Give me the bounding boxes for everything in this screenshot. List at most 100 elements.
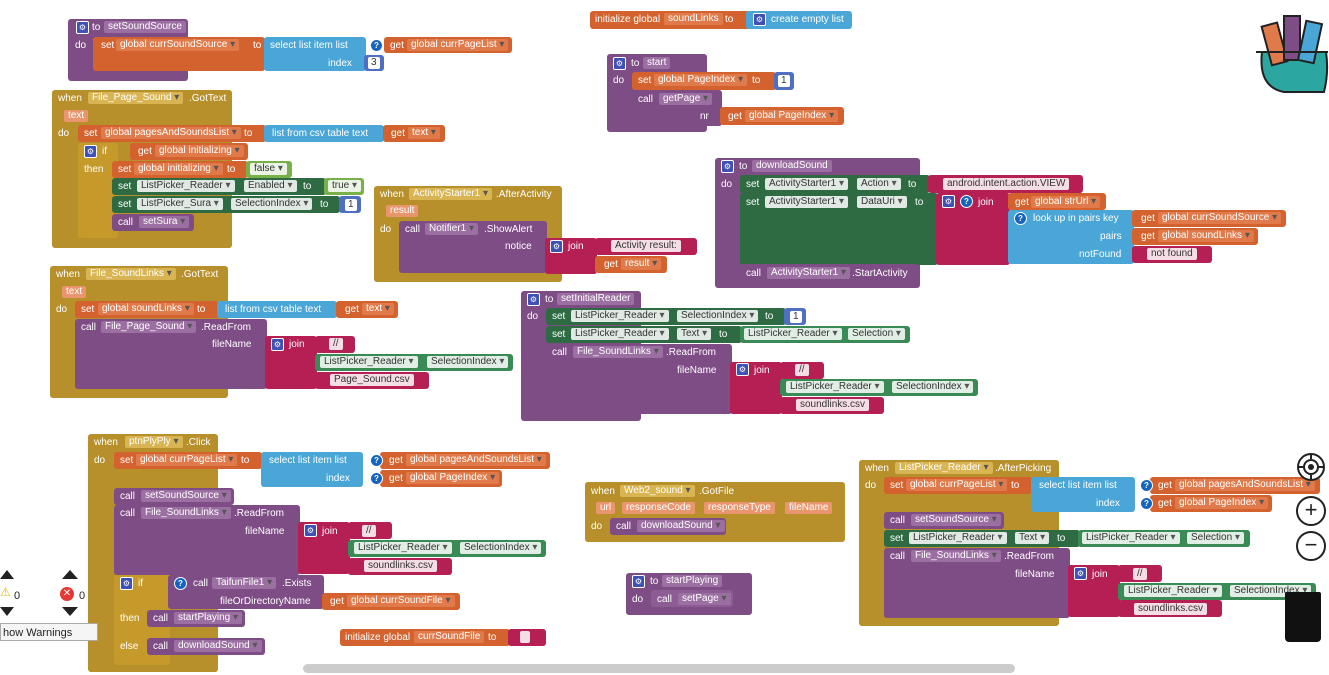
zoom-out-icon[interactable]: − (1296, 531, 1326, 561)
param[interactable]: url (596, 502, 616, 514)
property-dropdown[interactable]: SelectionIndex (892, 381, 974, 393)
gear-icon[interactable]: ⚙ (736, 363, 749, 376)
property-dropdown[interactable]: SelectionIndex (231, 198, 313, 210)
var-dropdown[interactable]: text (362, 303, 394, 315)
component-dropdown[interactable]: File_SoundLinks (86, 268, 176, 280)
var-dropdown[interactable]: global soundLinks (98, 303, 194, 315)
proc-name[interactable]: startPlaying (662, 575, 723, 587)
property-dropdown[interactable]: Text (1015, 532, 1050, 544)
property-dropdown[interactable]: Action (857, 178, 901, 190)
proc-dropdown[interactable]: setSoundSource (911, 514, 1001, 526)
gear-icon[interactable]: ⚙ (550, 240, 563, 253)
zoom-in-icon[interactable]: + (1296, 496, 1326, 526)
var-dropdown[interactable]: global currPageList (407, 39, 509, 51)
property-dropdown[interactable]: SelectionIndex (460, 542, 542, 554)
var-dropdown[interactable]: global currPageList (906, 479, 1008, 491)
var-dropdown[interactable]: global currSoundSource (116, 39, 240, 51)
proc-dropdown[interactable]: setSoundSource (141, 490, 231, 502)
proc-name[interactable]: downloadSound (752, 160, 832, 172)
proc-dropdown[interactable]: downloadSound (637, 520, 725, 532)
param[interactable]: text (62, 286, 87, 298)
var-dropdown[interactable]: global PageIndex (654, 74, 748, 86)
var-name[interactable]: currSoundFile (414, 631, 485, 643)
number-value[interactable]: 1 (778, 75, 790, 87)
component-dropdown[interactable]: ListPicker_Reader (744, 328, 842, 340)
text-value[interactable]: // (362, 525, 376, 537)
var-dropdown[interactable]: global PageIndex (1175, 497, 1269, 509)
component-dropdown[interactable]: ListPicker_Reader (895, 462, 993, 474)
component-dropdown[interactable]: ptnPlyPly (125, 436, 183, 448)
target-icon[interactable] (1297, 453, 1325, 481)
component-dropdown[interactable]: File_SoundLinks (141, 507, 231, 519)
select-list-item[interactable] (264, 37, 366, 71)
component-dropdown[interactable]: ActivityStarter1 (409, 188, 493, 200)
property-dropdown[interactable]: Selection (1187, 532, 1244, 544)
text-value[interactable]: soundlinks.csv (796, 399, 870, 411)
bool-dropdown[interactable]: false (250, 163, 287, 175)
component-dropdown[interactable]: ListPicker_Reader (571, 310, 669, 322)
help-icon[interactable]: ? (370, 472, 383, 485)
param[interactable]: responseType (704, 502, 775, 514)
var-dropdown[interactable]: global initializing (134, 163, 223, 175)
number-value[interactable]: 1 (345, 199, 357, 211)
param[interactable]: fileName (785, 502, 833, 514)
component-dropdown[interactable]: Web2_sound (620, 485, 695, 497)
text-value[interactable]: Page_Sound.csv (330, 374, 414, 386)
warning-next-arrow[interactable] (0, 607, 14, 616)
text-value[interactable]: not found (1147, 248, 1197, 260)
help-icon[interactable]: ? (1014, 212, 1027, 225)
horizontal-scrollbar[interactable] (303, 664, 1015, 673)
text-value[interactable] (520, 631, 530, 643)
gear-icon[interactable]: ⚙ (76, 21, 89, 34)
component-dropdown[interactable]: ListPicker_Reader (320, 356, 418, 368)
gear-icon[interactable]: ⚙ (304, 524, 317, 537)
component-dropdown[interactable]: ListPicker_Reader (1082, 532, 1180, 544)
number-value[interactable]: 3 (368, 57, 380, 69)
text-value[interactable]: soundlinks.csv (1134, 603, 1208, 615)
text-value[interactable]: // (329, 338, 343, 350)
text-value[interactable]: // (795, 364, 809, 376)
gear-icon[interactable]: ⚙ (84, 145, 97, 158)
component-dropdown[interactable]: TaifunFile1 (212, 577, 277, 589)
var-dropdown[interactable]: global PageIndex (406, 472, 500, 484)
component-dropdown[interactable]: ListPicker_Reader (571, 328, 669, 340)
var-dropdown[interactable]: result (621, 258, 662, 270)
number-value[interactable]: 1 (790, 311, 802, 323)
show-warnings-button[interactable]: how Warnings (0, 623, 98, 641)
help-icon[interactable]: ? (370, 39, 383, 52)
component-dropdown[interactable]: ActivityStarter1 (765, 196, 849, 208)
create-empty-list[interactable] (746, 11, 852, 29)
var-dropdown[interactable]: global PageIndex (745, 110, 839, 122)
component-dropdown[interactable]: ActivityStarter1 (765, 178, 849, 190)
var-name[interactable]: soundLinks (664, 13, 723, 25)
var-dropdown[interactable]: global pagesAndSoundsList (406, 454, 546, 466)
text-value[interactable]: Activity result: (611, 240, 681, 252)
component-dropdown[interactable]: File_SoundLinks (911, 550, 1001, 562)
property-dropdown[interactable]: Selection (848, 328, 905, 340)
gear-icon[interactable]: ⚙ (527, 293, 540, 306)
text-value[interactable]: android.intent.action.VIEW (943, 178, 1070, 190)
var-dropdown[interactable]: global currPageList (136, 454, 238, 466)
warning-prev-arrow[interactable] (0, 570, 14, 579)
component-dropdown[interactable]: ListPicker_Reader (137, 180, 235, 192)
component-dropdown[interactable]: File_Page_Sound (88, 92, 184, 104)
property-dropdown[interactable]: Enabled (244, 180, 297, 192)
param[interactable]: text (64, 110, 89, 122)
gear-icon[interactable]: ⚙ (1074, 567, 1087, 580)
component-dropdown[interactable]: ActivityStarter1 (767, 267, 851, 279)
var-dropdown[interactable]: global initializing (155, 145, 244, 157)
property-dropdown[interactable]: DataUri (857, 196, 907, 208)
proc-dropdown[interactable]: setSura (139, 216, 190, 228)
component-dropdown[interactable]: ListPicker_Reader (354, 542, 452, 554)
help-icon[interactable]: ? (174, 577, 187, 590)
gear-icon[interactable]: ⚙ (721, 160, 734, 173)
var-dropdown[interactable]: global currSoundSource (1158, 212, 1282, 224)
var-dropdown[interactable]: global currSoundFile (347, 595, 455, 607)
gear-icon[interactable]: ⚙ (632, 575, 645, 588)
gear-icon[interactable]: ⚙ (753, 13, 766, 26)
var-dropdown[interactable]: global pagesAndSoundsList (1175, 479, 1315, 491)
proc-name[interactable]: setSoundSource (104, 21, 186, 33)
component-dropdown[interactable]: ListPicker_Reader (909, 532, 1007, 544)
text-value[interactable]: soundlinks.csv (364, 560, 438, 572)
gear-icon[interactable]: ⚙ (613, 57, 626, 70)
